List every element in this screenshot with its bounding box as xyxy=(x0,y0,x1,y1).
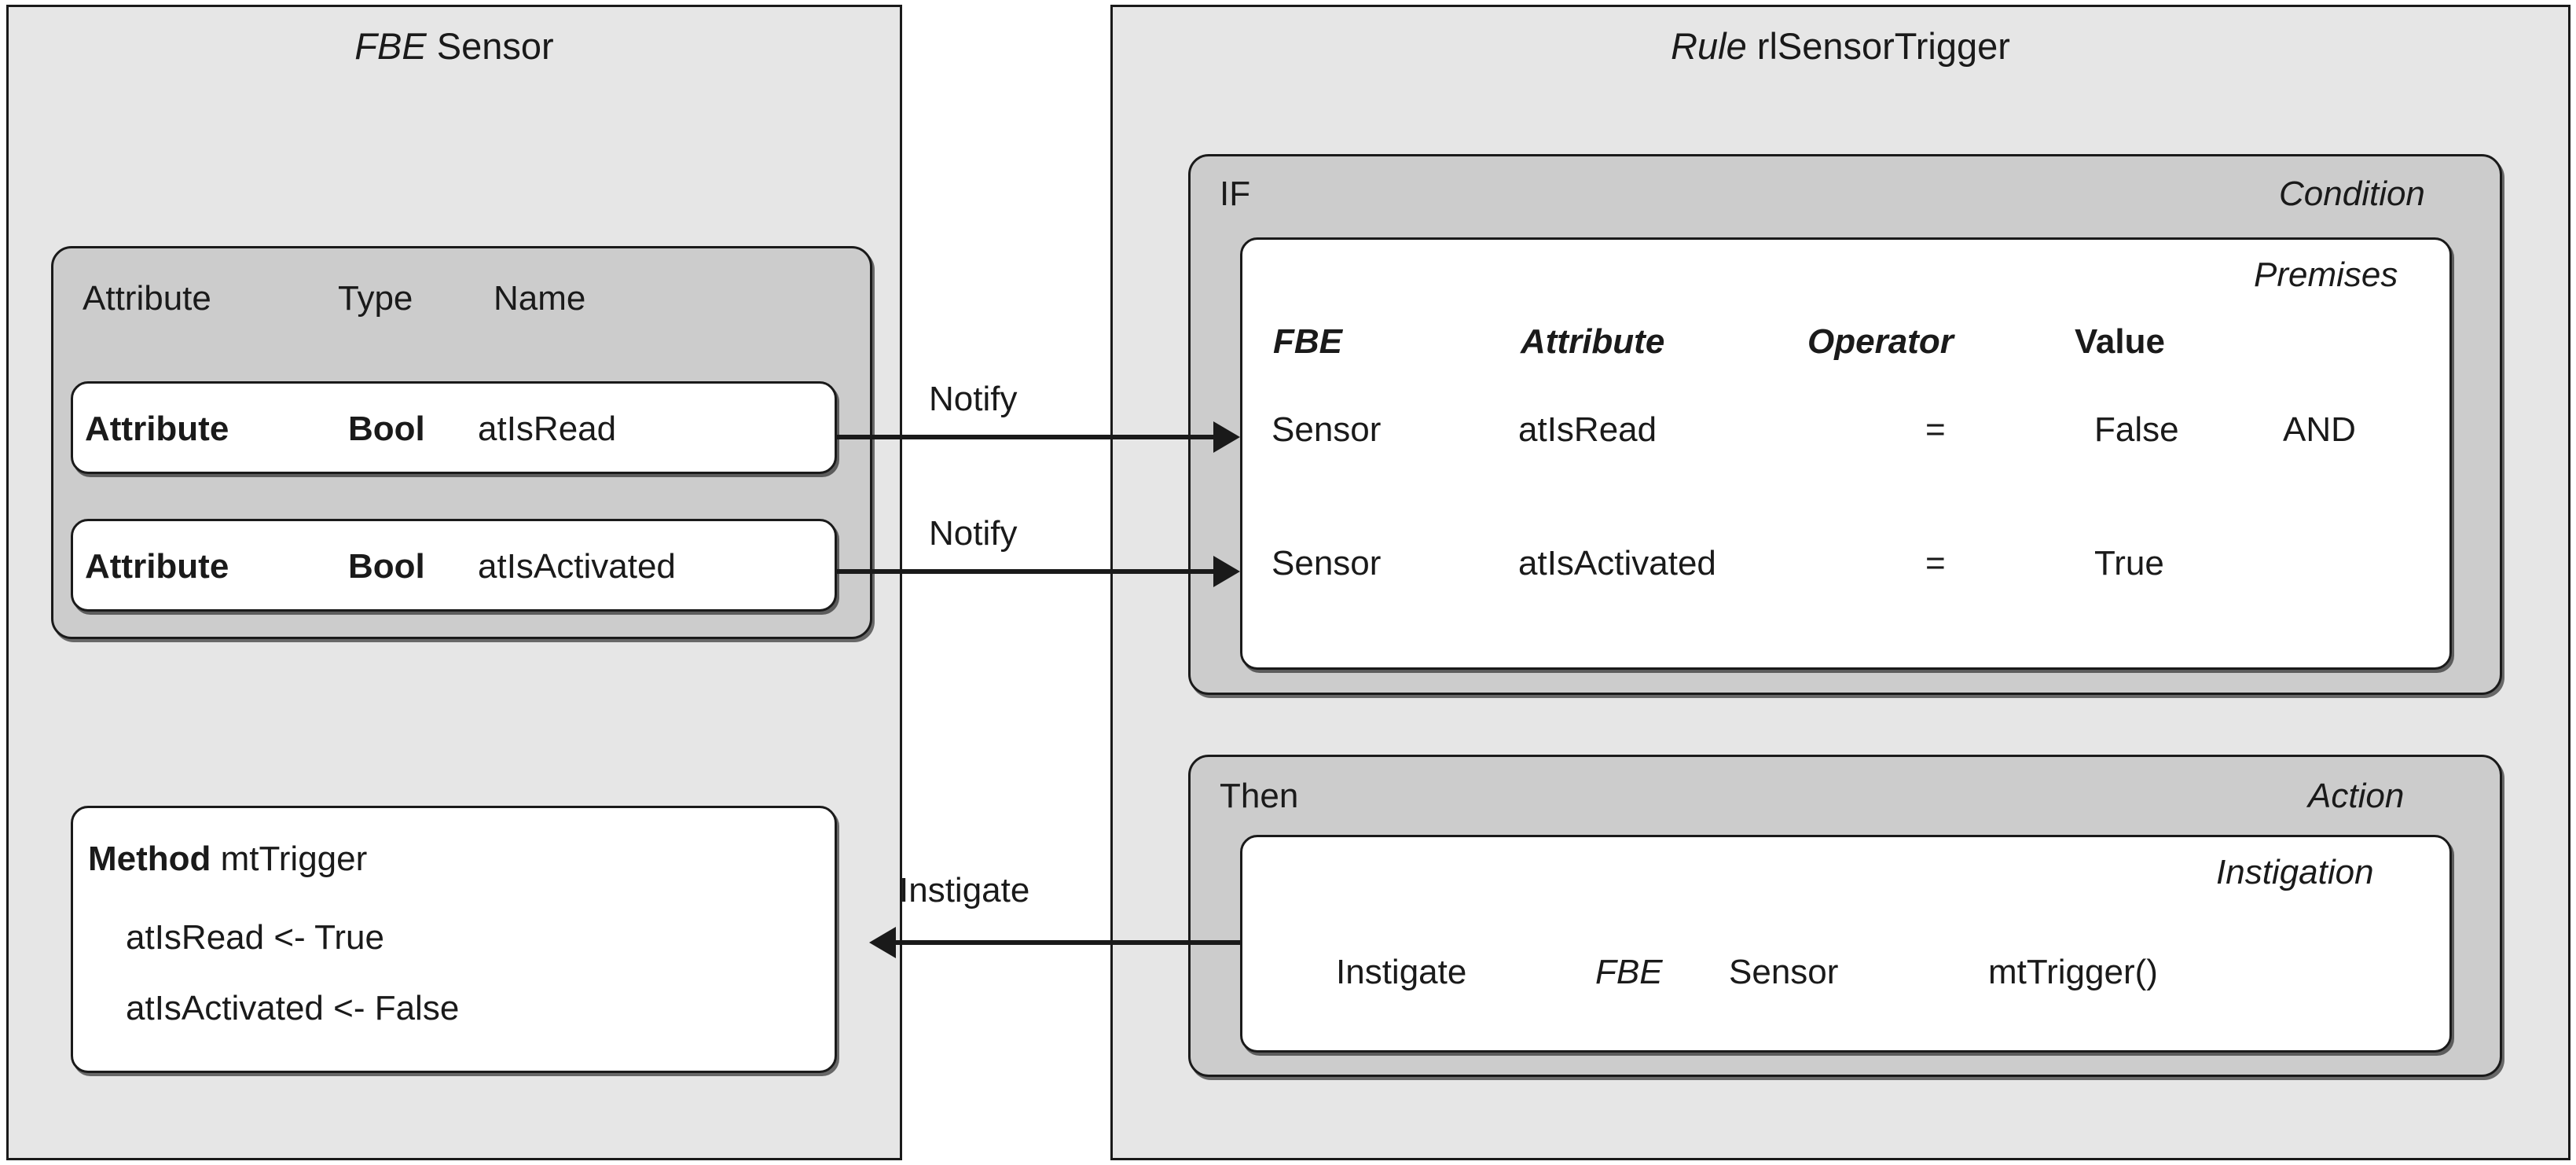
condition-header-label: Condition xyxy=(2279,175,2425,213)
instigate-arrow-line xyxy=(896,940,1242,945)
left-panel-title-keyword: FBE xyxy=(354,25,427,67)
notify-arrow-1-line xyxy=(835,435,1216,439)
action-header-then: Then xyxy=(1220,777,1299,815)
right-panel-title-keyword: Rule xyxy=(1671,25,1747,67)
action-header-label: Action xyxy=(2308,777,2405,815)
left-panel-title: FBE Sensor xyxy=(9,24,900,68)
method-name: mtTrigger xyxy=(220,840,368,878)
premise-row-2-attribute: atIsActivated xyxy=(1518,544,1716,582)
notify-arrow-1-head xyxy=(1213,421,1240,453)
premise-row-1-value: False xyxy=(2094,410,2179,449)
premises-col-header-attribute: Attribute xyxy=(1521,322,1665,361)
premises-col-header-value: Value xyxy=(2075,322,2165,361)
premise-row-1-connector: AND xyxy=(2283,410,2356,449)
notify-arrow-2-head xyxy=(1213,556,1240,587)
premises-box[interactable] xyxy=(1240,237,2452,670)
instigation-row-verb: Instigate xyxy=(1336,953,1467,991)
attribute-row-1-type: Bool xyxy=(348,410,425,448)
premise-row-1-fbe: Sensor xyxy=(1271,410,1382,449)
instigation-row-method: mtTrigger() xyxy=(1988,953,2158,991)
instigation-box[interactable] xyxy=(1240,835,2452,1053)
notify-arrow-1-label: Notify xyxy=(929,380,1018,418)
method-body-line-1: atIsRead <- True xyxy=(126,918,384,957)
method-box-signature: Method mtTrigger xyxy=(88,840,367,879)
method-box-mttrigger[interactable] xyxy=(71,806,837,1073)
instigate-arrow-head xyxy=(869,927,896,958)
premise-row-2-fbe: Sensor xyxy=(1271,544,1382,582)
method-keyword: Method xyxy=(88,840,211,878)
right-panel-title-name: rlSensorTrigger xyxy=(1756,25,2010,67)
attribute-row-2-kind: Attribute xyxy=(85,547,229,586)
attribute-col-header-type: Type xyxy=(338,279,413,318)
instigation-row-kind: FBE xyxy=(1595,953,1663,991)
attribute-row-2-type: Bool xyxy=(348,547,425,586)
attribute-col-header-name: Name xyxy=(494,279,586,318)
attribute-row-atisread[interactable] xyxy=(71,381,837,474)
attribute-row-atisactivated[interactable] xyxy=(71,519,837,612)
attribute-col-header-attribute: Attribute xyxy=(83,279,211,318)
premise-row-2-operator: = xyxy=(1925,544,1946,582)
left-panel-title-name: Sensor xyxy=(436,25,554,67)
condition-header-if: IF xyxy=(1220,175,1251,213)
attribute-row-2-name: atIsActivated xyxy=(478,547,676,586)
notify-arrow-2-label: Notify xyxy=(929,514,1018,553)
instigate-arrow-label: Instigate xyxy=(899,871,1030,910)
right-panel-title: Rule rlSensorTrigger xyxy=(1113,24,2568,68)
instigation-row-target: Sensor xyxy=(1729,953,1839,991)
notify-arrow-2-line xyxy=(835,569,1216,574)
premises-label: Premises xyxy=(2254,255,2398,294)
method-body-line-2: atIsActivated <- False xyxy=(126,989,460,1027)
premises-col-header-operator: Operator xyxy=(1807,322,1954,361)
attribute-row-1-name: atIsRead xyxy=(478,410,617,448)
premise-row-1-operator: = xyxy=(1925,410,1946,449)
premises-col-header-fbe: FBE xyxy=(1273,322,1342,361)
premise-row-1-attribute: atIsRead xyxy=(1518,410,1657,449)
premise-row-2-value: True xyxy=(2094,544,2164,582)
attribute-row-1-kind: Attribute xyxy=(85,410,229,448)
instigation-label: Instigation xyxy=(2216,853,2374,891)
